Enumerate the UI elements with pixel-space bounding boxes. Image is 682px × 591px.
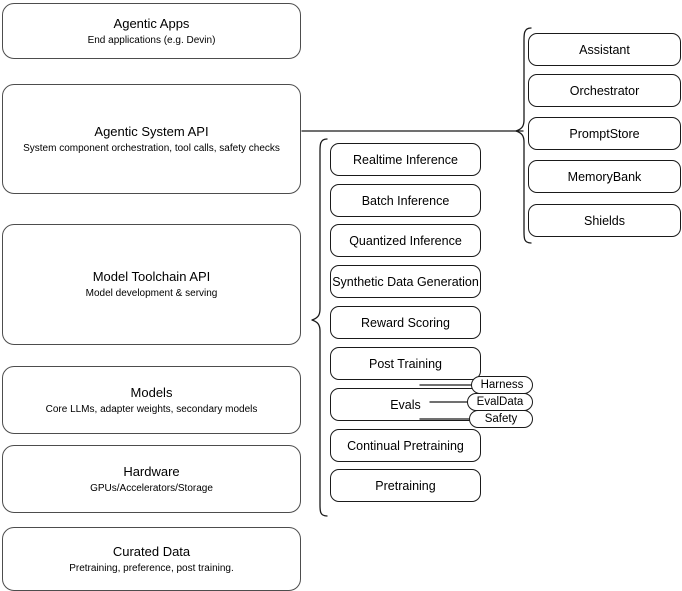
layer-title: Curated Data	[112, 543, 191, 559]
layer-subtitle: Model development & serving	[85, 288, 218, 299]
layer-agentic-system-api[interactable]: Agentic System API System component orch…	[2, 84, 301, 194]
component-orchestrator[interactable]: Orchestrator	[528, 74, 681, 107]
component-label: Continual Pretraining	[347, 438, 464, 453]
component-label: Pretraining	[375, 478, 436, 493]
component-continual-pretraining[interactable]: Continual Pretraining	[330, 429, 481, 462]
component-label: MemoryBank	[567, 169, 642, 184]
component-post-training[interactable]: Post Training	[330, 347, 481, 380]
component-label: Shields	[584, 213, 625, 228]
component-label: Synthetic Data Generation	[332, 274, 479, 289]
layer-title: Model Toolchain API	[92, 269, 211, 284]
subcomponent-label: EvalData	[476, 396, 524, 408]
component-label: Quantized Inference	[349, 233, 462, 248]
component-label: Realtime Inference	[353, 152, 458, 167]
model-toolchain-brace	[311, 138, 328, 517]
layer-title: Agentic Apps	[113, 15, 190, 31]
component-memorybank[interactable]: MemoryBank	[528, 160, 681, 193]
component-label: Post Training	[369, 356, 442, 371]
layer-model-toolchain-api[interactable]: Model Toolchain API Model development & …	[2, 224, 301, 345]
component-assistant[interactable]: Assistant	[528, 33, 681, 66]
component-label: Reward Scoring	[361, 315, 450, 330]
layer-subtitle: Core LLMs, adapter weights, secondary mo…	[45, 403, 258, 415]
layer-hardware[interactable]: Hardware GPUs/Accelerators/Storage	[2, 445, 301, 513]
subcomponent-safety[interactable]: Safety	[469, 410, 533, 428]
layer-agentic-apps[interactable]: Agentic Apps End applications (e.g. Devi…	[2, 3, 301, 59]
component-reward-scoring[interactable]: Reward Scoring	[330, 306, 481, 339]
component-promptstore[interactable]: PromptStore	[528, 117, 681, 150]
layer-models[interactable]: Models Core LLMs, adapter weights, secon…	[2, 366, 301, 434]
component-label: Batch Inference	[361, 193, 450, 208]
layer-title: Agentic System API	[94, 123, 209, 139]
layer-curated-data[interactable]: Curated Data Pretraining, preference, po…	[2, 527, 301, 591]
component-label: Evals	[390, 397, 421, 412]
component-label: Orchestrator	[569, 83, 640, 98]
subcomponent-evaldata[interactable]: EvalData	[467, 393, 533, 411]
layer-subtitle: End applications (e.g. Devin)	[87, 34, 216, 46]
subcomponent-label: Safety	[484, 413, 518, 425]
component-quantized-inference[interactable]: Quantized Inference	[330, 224, 481, 257]
component-pretraining[interactable]: Pretraining	[330, 469, 481, 502]
component-shields[interactable]: Shields	[528, 204, 681, 237]
layer-subtitle: Pretraining, preference, post training.	[69, 562, 234, 574]
layer-subtitle: System component orchestration, tool cal…	[23, 142, 280, 154]
component-synthetic-data-generation[interactable]: Synthetic Data Generation	[330, 265, 481, 298]
component-label: Assistant	[579, 42, 630, 57]
layer-title: Models	[130, 384, 173, 400]
layer-title: Hardware	[123, 463, 180, 479]
subcomponent-harness[interactable]: Harness	[471, 376, 533, 394]
component-realtime-inference[interactable]: Realtime Inference	[330, 143, 481, 176]
layer-subtitle: GPUs/Accelerators/Storage	[90, 482, 213, 494]
component-label: PromptStore	[569, 126, 640, 141]
subcomponent-label: Harness	[480, 379, 524, 391]
component-batch-inference[interactable]: Batch Inference	[330, 184, 481, 217]
component-evals[interactable]: Evals	[330, 388, 481, 421]
